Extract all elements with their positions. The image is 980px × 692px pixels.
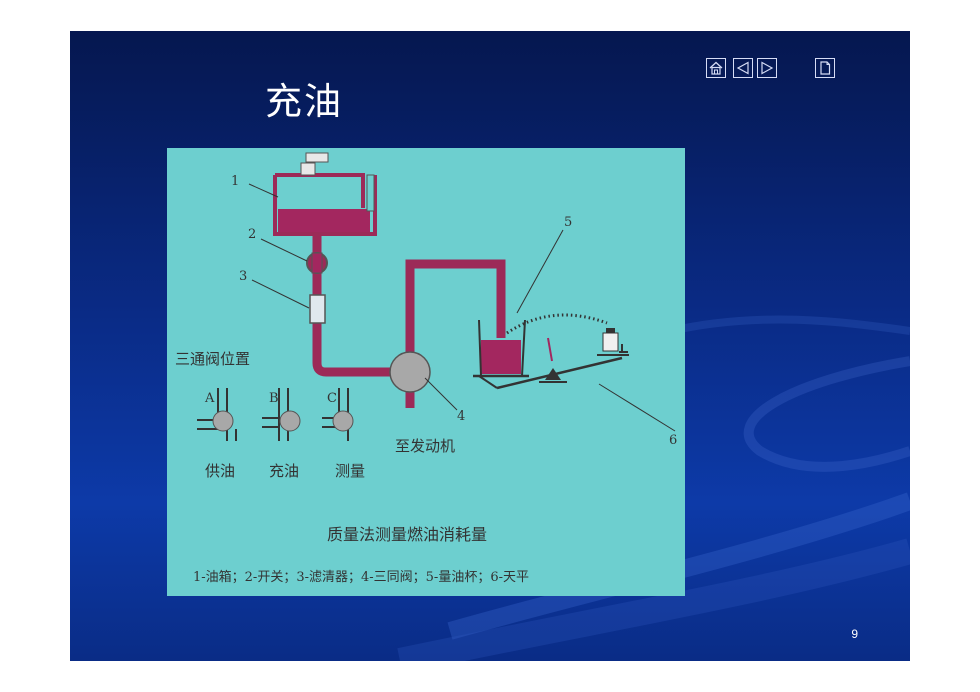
- fuel-filter: [309, 294, 326, 324]
- balance-scale: [478, 313, 629, 390]
- caption-fill: 充油: [269, 462, 299, 480]
- document-button[interactable]: [815, 58, 835, 78]
- home-button[interactable]: [706, 58, 726, 78]
- valve-position-b: B 充油: [262, 388, 301, 480]
- caption-measure: 测量: [335, 462, 365, 480]
- triangle-left-icon: [736, 61, 749, 75]
- previous-slide-button[interactable]: [733, 58, 753, 78]
- callout-2: 2: [248, 227, 256, 242]
- to-engine-label: 至发动机: [395, 437, 455, 455]
- page-icon: [820, 61, 831, 75]
- callout-5: 5: [564, 215, 572, 230]
- callout-4: 4: [457, 409, 465, 424]
- fuel-tank: [273, 152, 377, 259]
- next-slide-button[interactable]: [757, 58, 777, 78]
- home-icon: [709, 61, 723, 75]
- callout-1: 1: [231, 174, 239, 189]
- leader-lines: [248, 183, 676, 432]
- callout-6: 6: [669, 433, 677, 448]
- figure-legend: 1-油箱；2-开关；3-滤清器；4-三同阀；5-量油杯；6-天平: [193, 569, 529, 585]
- valve-position-c: C 测量: [322, 388, 365, 480]
- valve-section-title: 三通阀位置: [175, 350, 250, 368]
- triangle-right-icon: [761, 61, 774, 75]
- caption-supply: 供油: [205, 462, 235, 480]
- callout-3: 3: [239, 269, 247, 284]
- slide: 充油: [70, 31, 910, 661]
- page-number: 9: [851, 627, 858, 641]
- svg-text:A: A: [204, 391, 215, 406]
- measuring-cup: [473, 319, 529, 378]
- figure-caption: 质量法测量燃油消耗量: [327, 525, 487, 544]
- three-way-valve: [389, 351, 431, 393]
- fuel-measurement-diagram: 1 2 3 4 5 6 三通阀位置 A 供油 B 充油 C: [167, 148, 685, 596]
- slide-title: 充油: [265, 80, 343, 123]
- valve-position-a: A 供油: [197, 388, 237, 480]
- svg-text:C: C: [327, 391, 337, 406]
- svg-text:B: B: [269, 391, 279, 406]
- fuel-pipe: [312, 234, 506, 408]
